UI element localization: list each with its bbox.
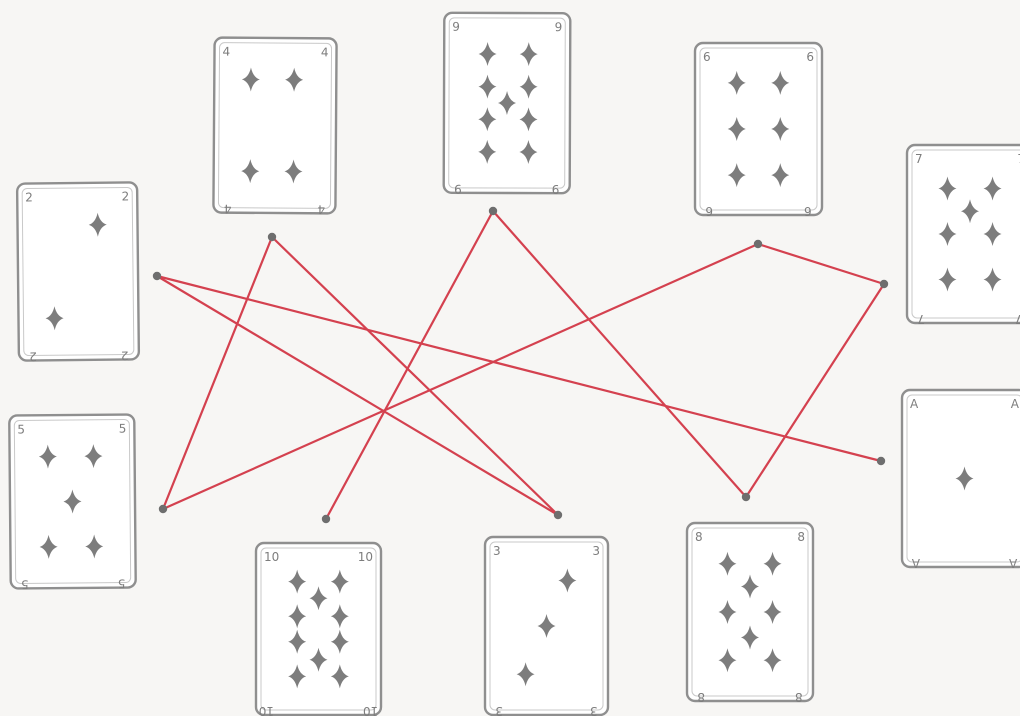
card-rank-label: 2 — [121, 348, 129, 362]
connection-dot-card-2 — [153, 272, 161, 280]
card-3: 3 3 3 3 — [485, 537, 608, 716]
card-2: 2 2 2 2 — [17, 182, 139, 363]
connection-line-card-2-to-card-ace — [157, 276, 881, 461]
card-rank-label: 6 — [703, 50, 711, 64]
card-4: 4 4 4 4 — [213, 38, 336, 217]
card-rank-label: 2 — [29, 349, 37, 363]
card-rank-label: 6 — [705, 204, 713, 218]
card-rank-label: 4 — [222, 45, 230, 59]
connection-dot-card-ace — [877, 457, 885, 465]
card-5: 5 5 5 5 — [9, 414, 136, 591]
card-rank-label: 10 — [358, 550, 373, 564]
card-rank-label: 9 — [552, 182, 560, 196]
connection-line-card-7-to-card-8 — [746, 284, 884, 497]
connection-dot-card-9 — [489, 207, 497, 215]
card-frame — [17, 182, 139, 360]
card-rank-label: 3 — [590, 704, 598, 716]
card-rank-label: 9 — [555, 20, 563, 34]
card-10: 10 10 10 10 — [256, 543, 381, 716]
card-9: 9 9 9 9 — [444, 13, 571, 196]
card-rank-label: 7 — [917, 312, 925, 326]
card-rank-label: 8 — [795, 690, 803, 704]
card-rank-label: 9 — [452, 20, 460, 34]
card-rank-label: 4 — [317, 202, 325, 216]
card-rank-label: 8 — [695, 530, 703, 544]
card-rank-label: 10 — [259, 704, 274, 716]
card-rank-label: 5 — [21, 577, 29, 591]
card-rank-label: 6 — [806, 50, 814, 64]
card-ace: A A A A — [902, 390, 1020, 570]
card-frame — [256, 543, 381, 715]
card-rank-label: 5 — [17, 422, 25, 436]
card-rank-label: A — [1008, 556, 1017, 570]
card-rank-label: 10 — [363, 704, 378, 716]
card-rank-label: 3 — [495, 704, 503, 716]
card-rank-label: A — [1011, 397, 1020, 411]
connection-dot-card-4 — [268, 233, 276, 241]
connection-line-card-2-to-card-3 — [157, 276, 558, 515]
connection-dot-card-6 — [754, 240, 762, 248]
card-rank-label: 10 — [264, 550, 279, 564]
card-rank-label: 6 — [804, 204, 812, 218]
card-rank-label: 3 — [493, 544, 501, 558]
card-rank-label: A — [910, 397, 919, 411]
connection-line-card-4-to-card-3 — [272, 237, 558, 515]
card-6: 6 6 6 6 — [695, 43, 822, 218]
card-frame — [695, 43, 822, 215]
connection-dot-card-5 — [159, 505, 167, 513]
connection-line-card-9-to-card-8 — [493, 211, 746, 497]
card-rank-label: 4 — [224, 202, 232, 216]
card-rank-label: 5 — [118, 577, 126, 591]
card-rank-label: 7 — [1015, 312, 1020, 326]
card-rank-label: 5 — [119, 422, 127, 436]
card-rank-label: 4 — [321, 45, 329, 59]
connection-dot-card-3 — [554, 511, 562, 519]
card-8: 8 8 8 8 — [687, 523, 813, 704]
connection-dot-card-8 — [742, 493, 750, 501]
card-rank-label: A — [911, 556, 920, 570]
card-rank-label: 8 — [797, 530, 805, 544]
connection-dot-card-7 — [880, 280, 888, 288]
card-7: 7777 — [907, 145, 1020, 326]
card-rank-label: 2 — [25, 190, 33, 204]
card-frame — [687, 523, 813, 701]
card-rank-label: 2 — [122, 189, 130, 203]
connection-line-card-9-to-card-10 — [326, 211, 493, 519]
card-rank-label: 7 — [915, 152, 923, 166]
connection-line-card-6-to-card-7 — [758, 244, 884, 284]
card-rank-label: 3 — [592, 544, 600, 558]
card-rank-label: 9 — [454, 182, 462, 196]
card-frame — [213, 38, 336, 214]
card-frame — [907, 145, 1020, 323]
connection-dot-card-10 — [322, 515, 330, 523]
card-rank-label: 8 — [697, 690, 705, 704]
